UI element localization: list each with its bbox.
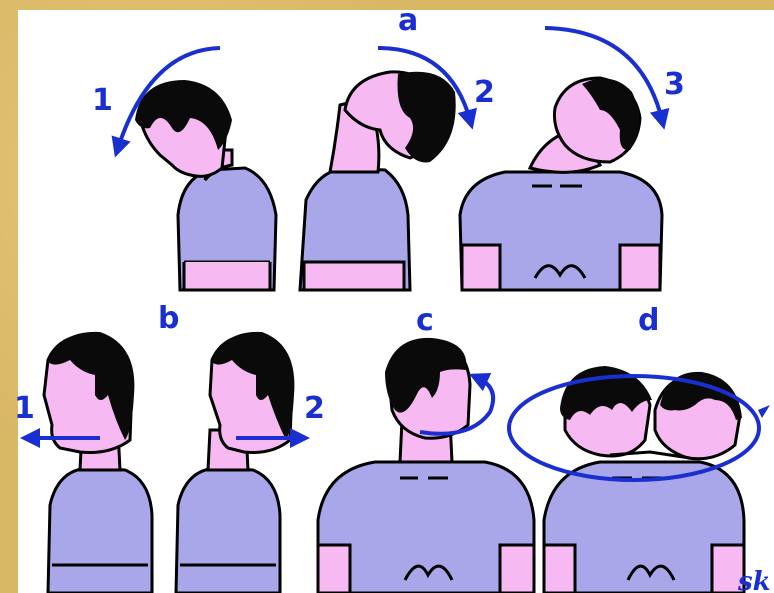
- label-a3: 3: [664, 67, 685, 102]
- figure-b1-chin-forward: [44, 332, 152, 593]
- figure-a1-head-forward: [135, 80, 276, 290]
- label-b2: 2: [304, 391, 325, 426]
- label-a2: 2: [474, 75, 495, 110]
- label-c: c: [416, 303, 434, 338]
- signature: sk: [737, 567, 771, 593]
- figure-b2-chin-back: [176, 332, 294, 593]
- label-b1: 1: [14, 391, 35, 426]
- figure-a2-head-back: [300, 72, 456, 290]
- label-a1: 1: [92, 83, 113, 118]
- label-d: d: [638, 303, 659, 338]
- label-a: a: [398, 3, 418, 38]
- arrow-d: [758, 405, 770, 418]
- label-b: b: [158, 301, 179, 336]
- figure-c-head-rotation: [318, 338, 534, 593]
